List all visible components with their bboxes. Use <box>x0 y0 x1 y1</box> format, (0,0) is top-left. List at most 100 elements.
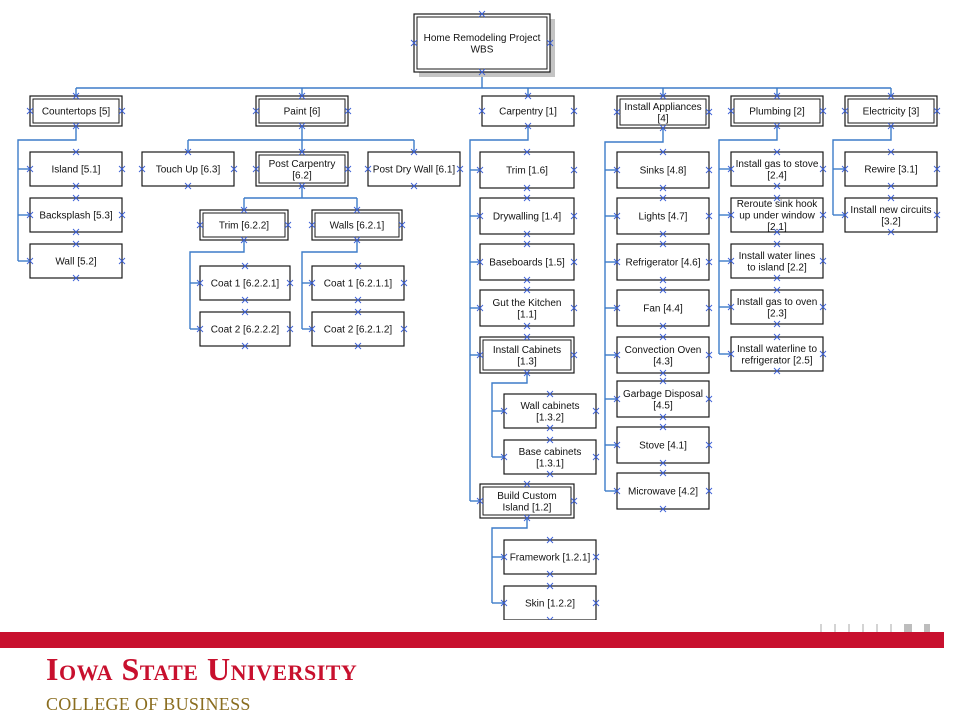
connection-point-marker <box>72 92 80 100</box>
node-label-line: Garbage Disposal <box>623 389 703 400</box>
connection-point-marker <box>773 194 781 202</box>
connection-point-marker <box>570 107 578 115</box>
connection-point-marker <box>476 304 484 312</box>
connection-point-marker <box>478 68 486 76</box>
connection-point-marker <box>659 377 667 385</box>
task-rewire: Rewire [3.1] <box>844 151 938 187</box>
node-label-line: [1.1] <box>517 309 537 320</box>
connection-point-marker <box>773 182 781 190</box>
connection-point-marker <box>196 221 204 229</box>
connection-point-marker <box>592 599 600 607</box>
coat-trunk-line <box>301 240 358 329</box>
node-label-line: Baseboards [1.5] <box>489 258 565 269</box>
node-label-line: Island [5.1] <box>52 165 101 176</box>
connection-point-marker <box>546 470 554 478</box>
task-wall-cabinets: Wall cabinets[1.3.2] <box>503 393 597 429</box>
connection-point-marker <box>344 107 352 115</box>
branch-trunk-line <box>17 126 77 261</box>
connection-point-marker <box>410 39 418 47</box>
connection-point-marker <box>196 325 204 333</box>
connection-point-marker <box>478 10 486 18</box>
branch-countertops: Countertops [5] <box>29 95 123 127</box>
connection-point-marker <box>773 367 781 375</box>
connection-point-marker <box>727 350 735 358</box>
connection-point-marker <box>308 279 316 287</box>
connection-point-marker <box>184 182 192 190</box>
connection-point-marker <box>26 257 34 265</box>
connection-point-marker <box>819 107 827 115</box>
node-inner-border <box>619 98 707 126</box>
node-label-line: Install Cabinets <box>493 345 561 356</box>
sub-trunk-line <box>491 373 528 457</box>
connection-point-marker <box>773 274 781 282</box>
task-trim: Trim [6.2.2] <box>199 209 289 241</box>
connection-point-marker <box>659 322 667 330</box>
connection-point-marker <box>72 122 80 130</box>
university-wordmark: Iowa State University <box>46 651 358 687</box>
connection-point-marker <box>410 182 418 190</box>
connection-point-marker <box>705 304 713 312</box>
node-label-line: Island [1.2] <box>503 502 552 513</box>
task-install-gas-to-stove: Install gas to stove[2.4] <box>730 151 824 187</box>
connection-point-marker <box>523 148 531 156</box>
connection-point-marker <box>659 333 667 341</box>
connection-point-marker <box>72 240 80 248</box>
connection-point-marker <box>26 107 34 115</box>
task-walls: Walls [6.2.1] <box>311 209 403 241</box>
node-label-line: Carpentry [1] <box>499 107 557 118</box>
connection-point-marker <box>659 469 667 477</box>
connection-point-marker <box>476 258 484 266</box>
connection-point-marker <box>353 236 361 244</box>
connection-point-marker <box>523 369 531 377</box>
connection-point-marker <box>524 122 532 130</box>
connection-point-marker <box>523 184 531 192</box>
connection-point-marker <box>354 308 362 316</box>
node-label-line: [4.5] <box>653 400 673 411</box>
connection-point-marker <box>118 257 126 265</box>
task-garbage-disposal: Garbage Disposal[4.5] <box>616 380 710 418</box>
connection-point-marker <box>613 108 621 116</box>
connection-point-marker <box>705 395 713 403</box>
connection-point-marker <box>592 453 600 461</box>
task-lights: Lights [4.7] <box>616 197 710 235</box>
node-label-line: Skin [1.2.2] <box>525 599 575 610</box>
connection-point-marker <box>819 165 827 173</box>
connection-point-marker <box>353 206 361 214</box>
connection-point-marker <box>705 258 713 266</box>
node-label-line: Fan [4.4] <box>643 304 683 315</box>
connection-point-marker <box>523 276 531 284</box>
connection-point-marker <box>196 279 204 287</box>
node-label-line: [2.3] <box>767 308 787 319</box>
node-box <box>730 197 824 233</box>
node-label-line: Build Custom <box>497 491 556 502</box>
connection-point-marker <box>476 351 484 359</box>
branch-paint: Paint [6] <box>255 95 349 127</box>
node-label-line: Electricity [3] <box>863 107 920 118</box>
task-drywalling: Drywalling [1.4] <box>479 197 575 235</box>
connection-point-marker <box>308 221 316 229</box>
node-label-line: [1.3.2] <box>536 412 564 423</box>
connection-point-marker <box>659 124 667 132</box>
connection-point-marker <box>344 165 352 173</box>
connection-point-marker <box>72 274 80 282</box>
node-label-line: refrigerator [2.5] <box>741 355 812 366</box>
connection-point-marker <box>298 122 306 130</box>
connection-point-marker <box>705 441 713 449</box>
task-install-cabinets: Install Cabinets[1.3] <box>479 336 575 374</box>
connection-point-marker <box>546 570 554 578</box>
task-trim: Trim [1.6] <box>479 151 575 189</box>
node-label-line: [2.1] <box>767 222 787 233</box>
node-label-line: [4] <box>657 113 668 124</box>
connection-point-marker <box>773 92 781 100</box>
task-gut-the-kitchen: Gut the Kitchen[1.1] <box>479 289 575 327</box>
node-box <box>616 336 710 374</box>
node-inner-border <box>202 212 286 238</box>
node-label-line: Convection Oven <box>625 345 702 356</box>
connection-point-marker <box>546 390 554 398</box>
node-label-line: [2.4] <box>767 170 787 181</box>
node-inner-border <box>416 16 548 70</box>
connection-point-marker <box>138 165 146 173</box>
node-label-line: Backsplash [5.3] <box>39 211 113 222</box>
